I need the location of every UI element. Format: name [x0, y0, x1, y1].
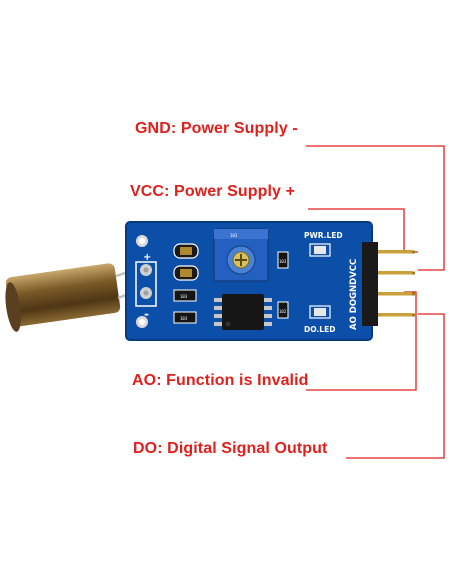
do-label: DO: Digital Signal Output	[133, 440, 328, 457]
tilt-sensor	[5, 263, 147, 332]
do-led	[309, 305, 331, 319]
resistor-code-1: 103	[180, 294, 188, 299]
header-pin-ao	[378, 313, 415, 317]
pin-labels: AO DOGNDVCC	[349, 259, 359, 330]
resistor-code-2: 103	[180, 316, 188, 321]
do-led-label: DO.LED	[304, 325, 335, 334]
resistor-code-4: 102	[279, 309, 287, 314]
capacitors	[173, 243, 199, 281]
vcc-label: VCC: Power Supply +	[130, 183, 296, 200]
do-callout-line	[346, 313, 445, 459]
resistor-code-3: 103	[279, 259, 287, 264]
callout-lines	[306, 145, 445, 459]
header-pin-vcc	[378, 250, 415, 254]
gnd-callout-line	[306, 145, 445, 271]
smd-resistors: 103 103 103 102	[173, 251, 289, 324]
comparator-ic	[214, 294, 272, 330]
minus-silkscreen: -	[144, 307, 149, 321]
header-pin-do	[378, 292, 415, 296]
gnd-label: GND: Power Supply -	[135, 120, 298, 137]
pwr-led	[309, 243, 331, 257]
header-pin-gnd	[378, 271, 415, 275]
pot-marking: 103	[230, 233, 238, 238]
pwr-led-label: PWR.LED	[304, 231, 343, 240]
pin-header	[362, 242, 415, 326]
potentiometer: 103	[213, 228, 269, 282]
pcb-board: + - 103 103 103 102 103	[125, 221, 373, 341]
plus-silkscreen: +	[143, 252, 151, 263]
ao-label: AO: Function is Invalid	[132, 372, 309, 389]
